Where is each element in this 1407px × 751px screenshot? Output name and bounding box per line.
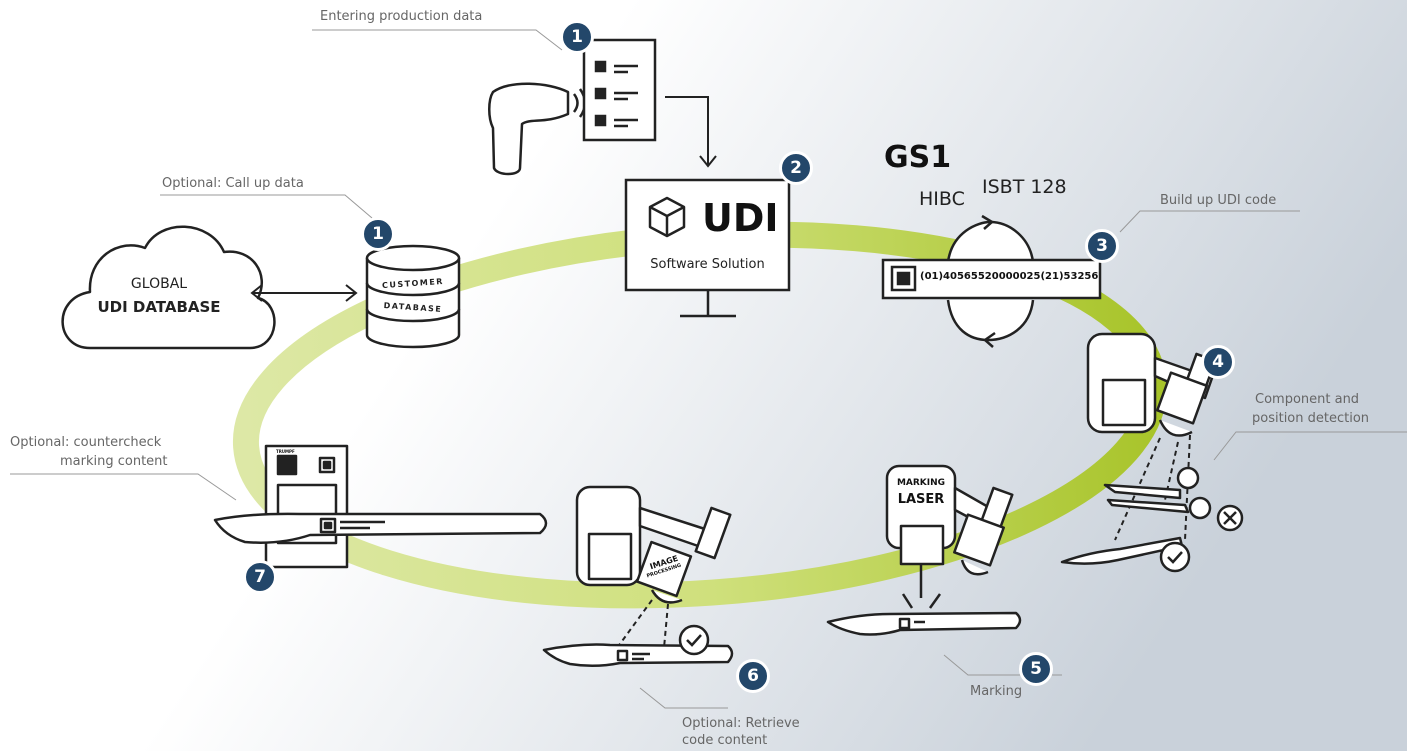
cloud-line2: UDI DATABASE: [97, 298, 221, 316]
monitor-title: UDI: [702, 196, 779, 240]
label-call-up-data: Optional: Call up data: [162, 176, 304, 191]
step-badge-5: 5: [1019, 652, 1053, 686]
scalpel-marked-icon: [826, 611, 1022, 636]
device-logo: TRUMPF: [276, 449, 295, 454]
laser-line2: LASER: [897, 492, 945, 507]
udi-code-box: [881, 258, 1102, 300]
laser-line1: MARKING: [896, 478, 946, 488]
monitor-icon: [624, 178, 791, 318]
flow-arrow: [665, 96, 717, 168]
label-component-2: position detection: [1252, 411, 1370, 426]
label-retrieve-2: code content: [682, 733, 768, 748]
step-badge-1-callup: 1: [361, 217, 395, 251]
label-entering-production: Entering production data: [320, 9, 483, 24]
countercheck-device-icon: [264, 444, 349, 569]
step-badge-2: 2: [779, 151, 813, 185]
beam-lines-6: [616, 599, 669, 649]
label-component-1: Component and: [1255, 392, 1360, 407]
marking-laser-icon: [885, 464, 1014, 609]
step-badge-6: 6: [736, 659, 770, 693]
checklist-icon: [582, 38, 657, 142]
label-build-up-code: Build up UDI code: [1160, 193, 1277, 208]
check-icon: [1159, 541, 1191, 573]
standard-hibc: HIBC: [919, 188, 965, 210]
leader-lines: [10, 29, 1407, 709]
image-processing-camera-icon: [575, 485, 732, 604]
refresh-icon: [946, 214, 1035, 348]
scalpel-icon-small: [1060, 536, 1184, 565]
database-icon: [365, 244, 461, 349]
cloud-line1: GLOBAL: [130, 276, 188, 292]
step-badge-7: 7: [243, 560, 277, 594]
monitor-subtitle: Software Solution: [650, 257, 765, 272]
cloud-icon: [61, 225, 276, 350]
detection-camera-icon: [1086, 332, 1217, 437]
step-badge-4: 4: [1201, 345, 1235, 379]
label-countercheck-2: marking content: [60, 454, 168, 469]
step-badge-1-entering: 1: [560, 20, 594, 54]
scalpel-countercheck-icon: [213, 512, 548, 544]
scissors-icon: [1103, 466, 1212, 520]
standard-isbt: ISBT 128: [982, 176, 1067, 198]
standard-gs1: GS1: [884, 140, 952, 175]
step-badge-3: 3: [1085, 229, 1119, 263]
udi-code-string: (01)40565520000025(21)53256: [920, 271, 1099, 282]
label-retrieve-1: Optional: Retrieve: [682, 716, 800, 731]
double-arrow-icon: [250, 284, 358, 302]
label-marking: Marking: [970, 684, 1023, 699]
cube-icon: [648, 196, 686, 238]
label-countercheck-1: Optional: countercheck: [10, 435, 162, 450]
check-icon-6: [678, 624, 710, 656]
cross-icon: [1216, 504, 1244, 532]
